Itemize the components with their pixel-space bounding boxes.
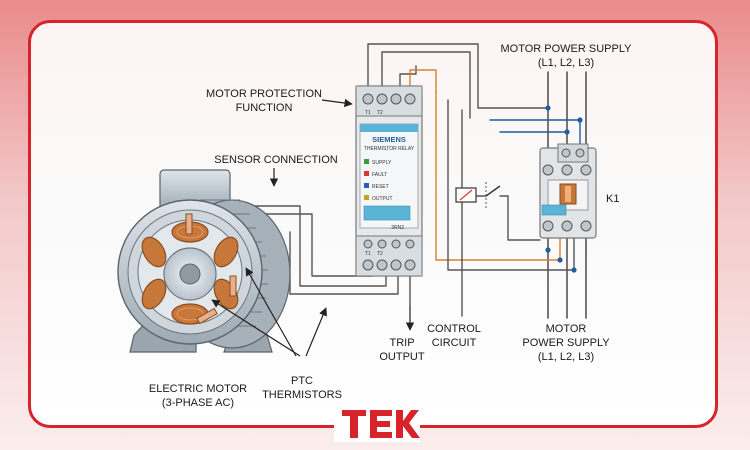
arrow-protection-function [321, 98, 353, 108]
relay-bottom-terminal-t2: T2 [377, 251, 383, 257]
label-ptc-1: PTC [291, 375, 313, 387]
label-motor-power-supply-bottom-3: (L1, L2, L3) [538, 351, 594, 363]
arrow-ptc-3 [305, 307, 327, 357]
labels: MOTOR POWER SUPPLY (L1, L2, L3) MOTOR PR… [149, 43, 632, 409]
junction-dot [557, 257, 563, 263]
junction-dot [577, 117, 583, 123]
relay-label-plate [363, 205, 411, 221]
contactor-top-screws [542, 164, 592, 176]
wire-relay-top-2 [381, 51, 471, 119]
wire-switch-link [499, 195, 541, 241]
label-control-circuit-2: CIRCUIT [432, 337, 477, 349]
label-motor-protection-2: FUNCTION [236, 102, 293, 114]
led-output-icon [364, 195, 369, 200]
contactor-label-plate [541, 204, 567, 216]
wire-relay-top-3 [399, 65, 417, 87]
relay-brand: SIEMENS [372, 135, 406, 144]
motor-shaft [179, 263, 201, 285]
junction-dot [571, 267, 577, 273]
label-electric-motor-2: (3-PHASE AC) [162, 397, 234, 409]
led-supply-icon [364, 159, 369, 164]
callout-arrows [211, 98, 415, 357]
relay-bottom-screws [362, 239, 416, 271]
indicator-fault-label: FAULT [372, 172, 387, 178]
indicator-output-label: OUTPUT [372, 196, 393, 202]
junction-dot [545, 105, 551, 111]
contactor-k1 [539, 143, 597, 239]
arrow-ptc-2 [211, 299, 301, 357]
electric-motor [117, 169, 291, 353]
ptc-thermistor-probe [196, 307, 218, 325]
control-coil [455, 187, 477, 203]
wire-trip-output [409, 69, 437, 93]
wire-sensor-2 [239, 205, 387, 287]
label-electric-motor-1: ELECTRIC MOTOR [149, 383, 247, 395]
thermistor-relay: T1 T2 SIEMENS THERMISTOR RELAY SUPPLY FA… [355, 85, 423, 277]
label-motor-power-supply-top-1: MOTOR POWER SUPPLY [500, 43, 632, 55]
wire-relay-top-1 [367, 43, 549, 109]
relay-top-terminal-t1: T1 [365, 110, 371, 116]
label-trip-output-2: OUTPUT [379, 351, 425, 363]
junction-dot [545, 247, 551, 253]
label-motor-power-supply-bottom-2: POWER SUPPLY [522, 337, 610, 349]
label-ptc-2: THERMISTORS [262, 389, 342, 401]
relay-type: THERMISTOR RELAY [364, 146, 415, 152]
brand-logo [334, 404, 420, 442]
wire-control-1 [435, 91, 561, 261]
relay-top-screws [362, 93, 416, 105]
relay-top-terminal-t2: T2 [377, 110, 383, 116]
relay-accent-strip [360, 124, 418, 132]
ptc-thermistor-probe [229, 275, 237, 297]
label-contactor-k1: K1 [606, 193, 619, 205]
label-motor-power-supply-bottom-1: MOTOR [546, 323, 587, 335]
led-fault-icon [364, 171, 369, 176]
label-trip-output-1: TRIP [389, 337, 414, 349]
indicator-reset-label: RESET [372, 184, 389, 190]
arrow-ptc-1 [245, 267, 297, 357]
relay-indicators: SUPPLY FAULT RESET OUTPUT [364, 159, 393, 202]
indicator-supply-label: SUPPLY [372, 160, 392, 166]
relay-model: 3RN2 [391, 225, 404, 231]
reset-button-icon [364, 183, 369, 188]
contactor-bottom-screws [542, 220, 592, 232]
junction-dot [564, 129, 570, 135]
label-sensor-connection: SENSOR CONNECTION [214, 154, 338, 166]
control-switch [485, 182, 501, 210]
junctions [545, 105, 583, 273]
wires [227, 43, 587, 319]
relay-bottom-terminal-t1: T1 [365, 251, 371, 257]
label-motor-protection-1: MOTOR PROTECTION [206, 88, 322, 100]
label-motor-power-supply-top-2: (L1, L2, L3) [538, 57, 594, 69]
label-control-circuit-1: CONTROL [427, 323, 481, 335]
ptc-thermistor-probe [185, 213, 193, 235]
wire-control-2 [447, 99, 575, 271]
